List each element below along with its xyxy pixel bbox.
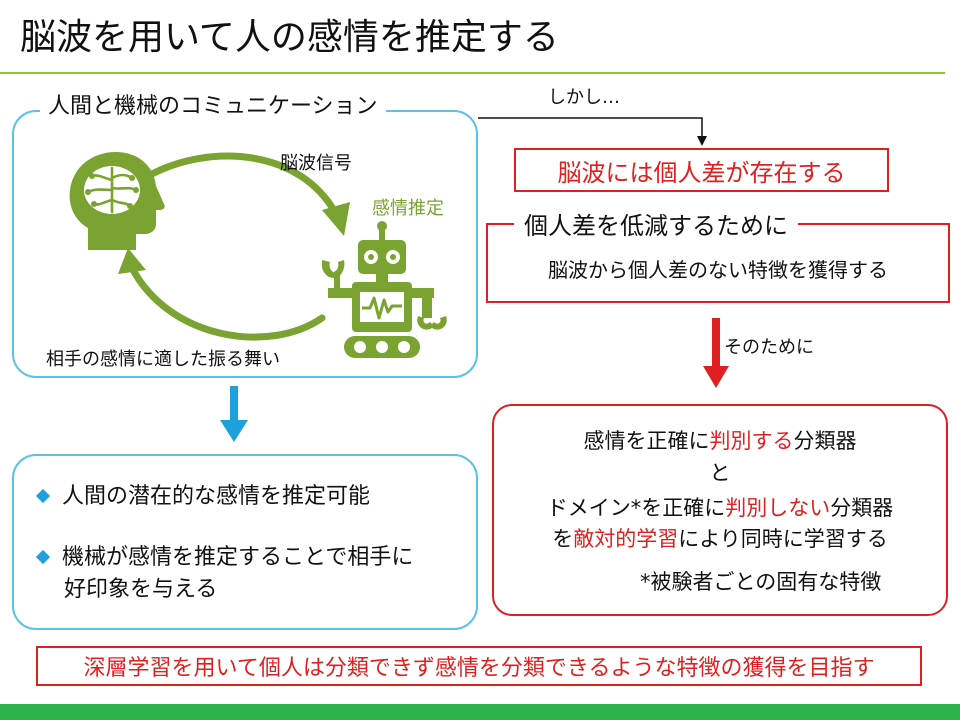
red-down-arrow [703,318,729,388]
however-label: しかし… [548,87,620,108]
benefit-item-2: 機械が感情を推定することで相手に [35,542,413,574]
therefore-label: そのために [724,337,814,358]
title-underline [0,72,945,74]
bullet-diamond-icon [35,488,51,503]
behavior-label: 相手の感情に適した振る舞い [46,349,280,370]
slide-title: 脳波を用いて人の感情を推定する [20,17,559,58]
reduction-heading: 個人差を低減するために [514,210,798,242]
signal-arrow [148,152,340,218]
reduction-text: 脳波から個人差のない特徴を獲得する [548,258,888,282]
method-footnote: *被験者ごとの固有な特徴 [640,570,882,594]
goal-statement: 深層学習を用いて個人は分類できず感情を分類できるような特徴の獲得を目指す [36,646,922,686]
emotion-estimation-label: 感情推定 [372,198,444,219]
behavior-arrowhead [118,248,146,274]
benefit-item-1: 人間の潜在的な感情を推定可能 [35,481,370,513]
method-line-4: を敵対的学習により同時に学習する [552,527,888,551]
however-connector [478,117,707,146]
method-line-1: 感情を正確に判別する分類器 [583,429,857,453]
method-line-3: ドメイン*を正確に判別しない分類器 [546,496,894,520]
behavior-arrow [128,264,326,341]
robot-icon [322,221,447,358]
blue-down-arrow [220,386,248,442]
human-head-brain-icon [69,152,165,250]
footer-bar [0,704,960,720]
signal-label: 脳波信号 [280,153,352,174]
signal-arrowhead [322,202,350,236]
method-panel [492,404,948,616]
communication-heading: 人間と機械のコミュニケーション [40,92,386,122]
benefit-item-2-continued: 好印象を与える [64,577,218,602]
method-line-2: と [709,461,731,485]
interaction-arrows [118,152,350,341]
benefits-panel [12,454,478,630]
bullet-diamond-icon [35,549,51,564]
problem-statement: 脳波には個人差が存在する [514,148,889,192]
